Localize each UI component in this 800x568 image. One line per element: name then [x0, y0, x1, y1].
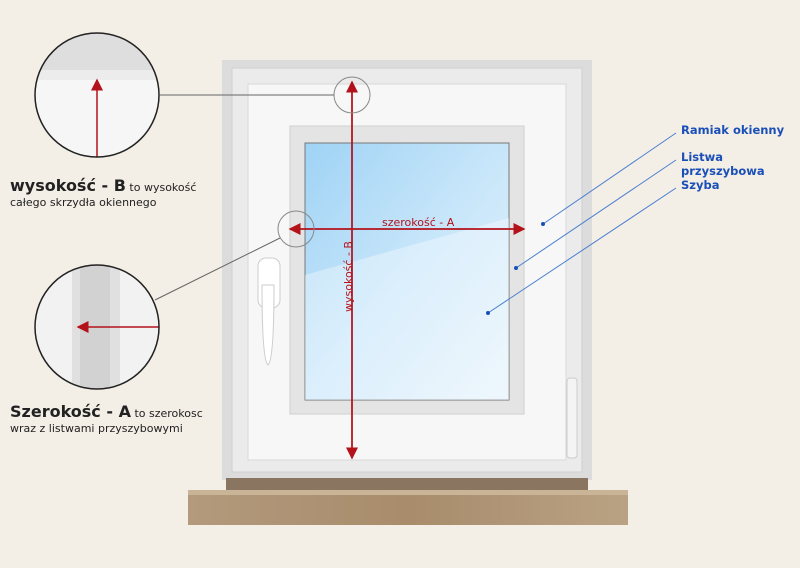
height-caption: wysokość - B to wysokość całego skrzydła…	[10, 176, 197, 210]
label-listwa: Listwa przyszybowa	[681, 150, 765, 178]
callout-lines	[487, 132, 677, 314]
width-dimension-label: szerokość - A	[382, 216, 455, 229]
detail-circle-top	[35, 33, 159, 157]
handle	[257, 257, 281, 366]
detail-circle-left	[35, 265, 159, 389]
height-dimension-label: wysokość - B	[342, 241, 355, 312]
hinge	[566, 377, 578, 459]
width-caption: Szerokość - A to szerokosc wraz z listwa…	[10, 402, 203, 436]
label-szyba: Szyba	[681, 178, 720, 192]
window-sill	[188, 490, 628, 525]
zoom-spot-left	[277, 210, 315, 248]
glass-pane	[304, 142, 510, 401]
label-ramiak: Ramiak okienny	[681, 123, 785, 137]
